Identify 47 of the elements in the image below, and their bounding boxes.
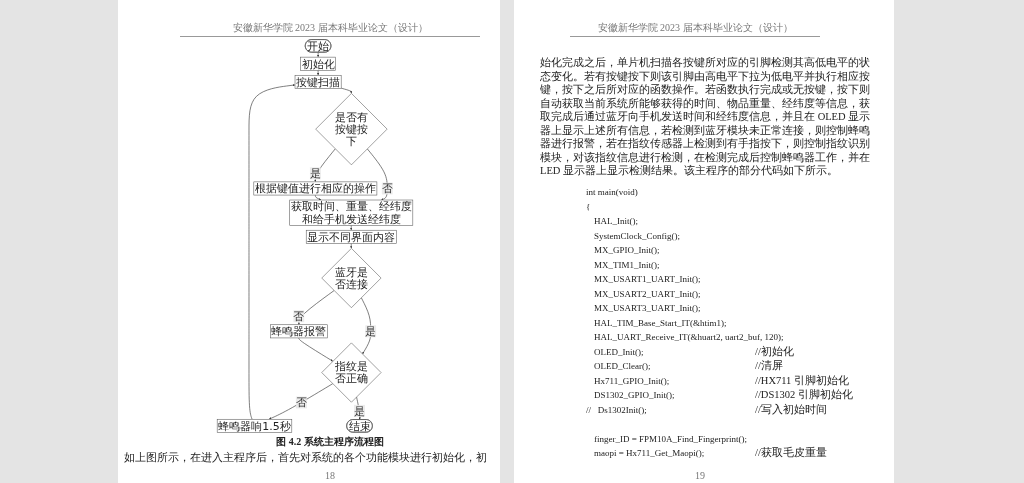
node-box-text: 蜂鸣器报警: [270, 324, 328, 339]
code-line: MX_GPIO_Init();: [594, 244, 660, 256]
code-comment: //初始化: [755, 345, 794, 358]
code-line: MX_TIM1_Init();: [594, 258, 660, 271]
code-comment: //HX711 引脚初始化: [755, 374, 849, 387]
code-line: OLED_Clear();: [594, 360, 651, 372]
code-line: OLED_Init();: [594, 345, 644, 358]
code-line: DS1302_GPIO_Init();: [594, 389, 675, 401]
node-diamond: 指纹是否正确: [321, 342, 382, 403]
code-comment: //获取毛皮重量: [755, 447, 827, 459]
code-line: HAL_UART_Receive_IT(&huart2, uart2_buf, 120);: [594, 331, 784, 343]
code-line: HAL_Init();: [594, 215, 638, 227]
node-box: 初始化: [300, 56, 336, 71]
paragraph: 如上图所示，在进入主程序后，首先对系统的各个功能模块进行初始化，初: [124, 451, 488, 465]
code-line: // Ds1302Init();: [586, 403, 647, 416]
node-box-text: 按键扫描: [294, 75, 342, 89]
code-line: MX_USART1_UART_Init();: [594, 273, 701, 285]
node-box-text: 蜂鸣器响1.5秒: [216, 419, 293, 433]
code-comment: //DS1302 引脚初始化: [755, 389, 853, 401]
page-number: 18: [324, 470, 336, 481]
code-line: MX_USART2_UART_Init();: [594, 287, 701, 300]
code-line: Hx711_GPIO_Init();: [594, 374, 670, 387]
edge-label: 是: [309, 167, 321, 180]
node-box-text: 根据键值进行相应的操作: [253, 181, 378, 196]
code-line: {: [586, 200, 591, 213]
code-comment: //清屏: [755, 360, 783, 372]
code-line: finger_ID = FPM10A_Find_Fingerprint();: [594, 432, 748, 445]
figure-caption: 图 4.2 系统主程序流程图: [275, 435, 385, 449]
edge-label: 否: [295, 396, 307, 409]
code-line: maopi = Hx711_Get_Maopi();: [594, 447, 705, 459]
edge-label: 是: [354, 404, 366, 418]
code-line: SystemClock_Config();: [594, 229, 680, 242]
code-line: MX_USART3_UART_Init();: [594, 302, 701, 314]
node-diamond: 是否有按键按下: [315, 93, 388, 166]
code-comment: //写入初始时间: [755, 403, 827, 416]
paragraph: 始化完成之后，单片机扫描各按键所对应的引脚检测其高低电平的状态变化。若有按键按下则该引脚由高电平下拉为低电平并执行相应按键，按下之后所对应的函数操作。若函数执行完成或无按键，按下则自动获取当前系统所能够获得的时间、物品重量、经纬度等信息，获取完成后通过蓝牙向手机发送时间和经纬度信息，并且在 OLED 显示器上显示上述所有信息，若检测到蓝牙模块未正常连接，则控制蜂鸣器进行报警，若在指纹传感器上检测到有手指按下，则控制指纹识别模块，对该指纹信息进行检测，在检测完成后控制蜂鸣器工作，并在 LED 显示器上显示检测结果。该主程序的部分代码如下所示。: [540, 56, 872, 178]
node-diamond: 蓝牙是否连接: [321, 248, 382, 308]
node-box: 显示不同界面内容: [305, 229, 397, 244]
page-header: 安徽新华学院 2023 届本科毕业论文（设计）: [231, 21, 429, 35]
page-header: 安徽新华学院 2023 届本科毕业论文（设计）: [596, 21, 794, 35]
code-line: HAL_TIM_Base_Start_IT(&htim1);: [594, 316, 727, 329]
node-box-text: 获取时间、重量、经纬度和给手机发送经纬度: [289, 199, 414, 226]
edge-label: 是: [365, 325, 377, 338]
edge-label: 否: [293, 309, 305, 323]
edge-label: 否: [381, 182, 393, 195]
code-line: int main(void): [586, 186, 638, 198]
page-number: 19: [694, 470, 706, 481]
